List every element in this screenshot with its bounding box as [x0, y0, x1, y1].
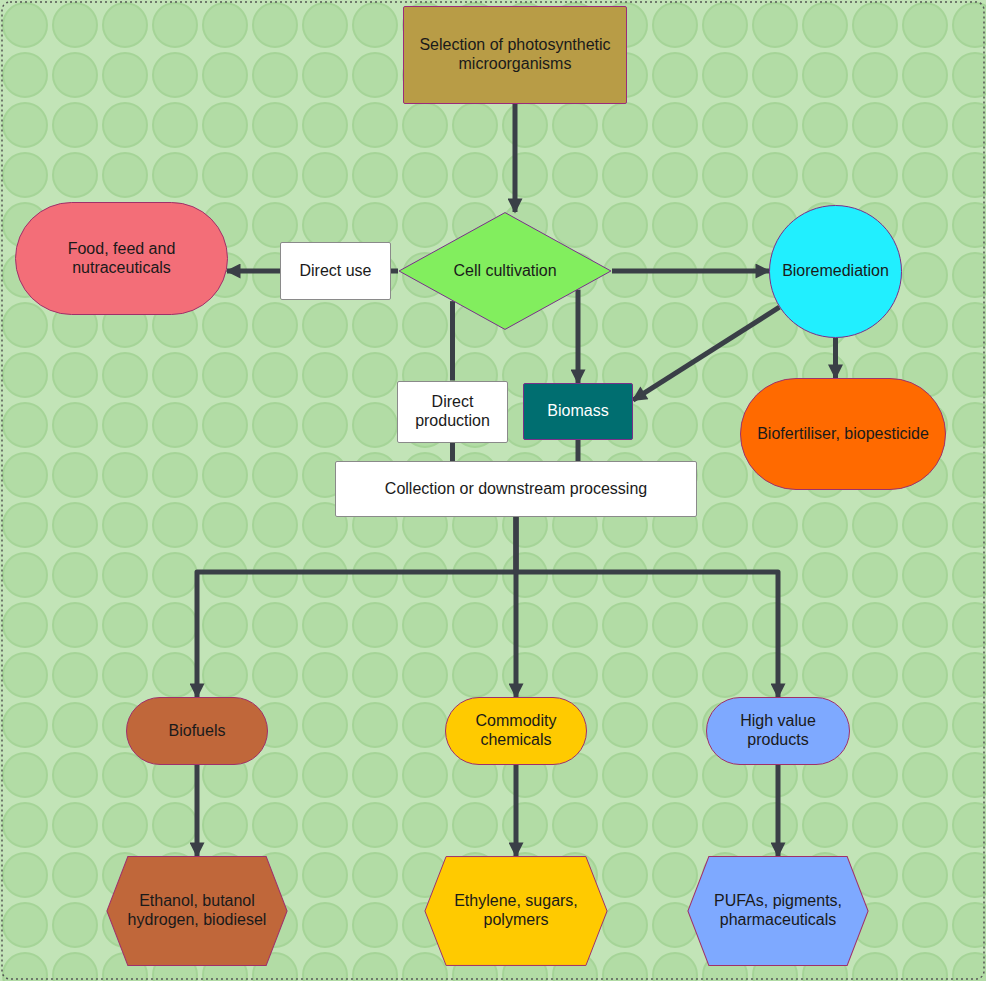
node-label: Biofuels — [169, 722, 226, 741]
category-pill: High value products — [706, 697, 850, 765]
node-label: Ethylene, sugars, polymers — [443, 892, 590, 930]
decision-diamond: Cell cultivation — [398, 212, 612, 330]
node-label: Direct use — [299, 262, 371, 281]
connector-arrow — [195, 765, 200, 856]
process-box: Biomass — [523, 383, 633, 440]
connector-line — [391, 269, 398, 274]
node-label: Ethanol, butanol hydrogen, biodiesel — [124, 892, 270, 930]
connector-arrow — [197, 517, 516, 697]
process-box: Collection or downstream processing — [335, 461, 697, 517]
node-label: Cell cultivation — [453, 262, 556, 281]
node-label: Direct production — [404, 393, 501, 431]
connector-line — [450, 301, 455, 380]
connector-arrow — [227, 269, 280, 274]
connector-line — [576, 440, 581, 461]
connector-arrow — [776, 765, 781, 856]
connector-arrow — [633, 307, 779, 400]
shape-fill — [425, 857, 607, 966]
category-pill: Biofuels — [126, 697, 268, 765]
node-label: Biomass — [547, 402, 608, 421]
connector-arrow — [513, 104, 518, 212]
category-pill: Commodity chemicals — [445, 697, 587, 765]
product-hexagon: Ethanol, butanol hydrogen, biodiesel — [106, 856, 288, 966]
shape-fill — [107, 857, 287, 966]
connector-line — [450, 443, 455, 462]
route-box: Direct production — [397, 381, 508, 443]
node-label: High value products — [721, 712, 835, 750]
node-label: Commodity chemicals — [460, 712, 572, 750]
shape-fill — [399, 213, 611, 330]
route-box: Direct use — [280, 242, 391, 300]
node-label: Selection of photosynthetic microorganis… — [410, 36, 620, 74]
node-label: Bioremediation — [782, 262, 889, 281]
connector-arrow — [833, 338, 838, 378]
shape-fill — [688, 857, 868, 966]
connector-arrow — [516, 517, 778, 697]
connector-arrow — [612, 269, 769, 274]
connector-arrow — [576, 290, 581, 383]
process-circle: Bioremediation — [769, 205, 902, 338]
product-hexagon: PUFAs, pigments, pharmaceuticals — [687, 856, 869, 966]
output-pill: Biofertiliser, biopesticide — [740, 378, 946, 490]
node-label: Food, feed and nutraceuticals — [30, 240, 213, 278]
node-label: Biofertiliser, biopesticide — [757, 425, 929, 444]
start-box: Selection of photosynthetic microorganis… — [403, 6, 627, 104]
node-label: PUFAs, pigments, pharmaceuticals — [705, 892, 851, 930]
product-hexagon: Ethylene, sugars, polymers — [424, 856, 608, 966]
connector-arrow — [514, 765, 519, 856]
node-label: Collection or downstream processing — [385, 480, 647, 499]
output-pill: Food, feed and nutraceuticals — [15, 202, 228, 315]
